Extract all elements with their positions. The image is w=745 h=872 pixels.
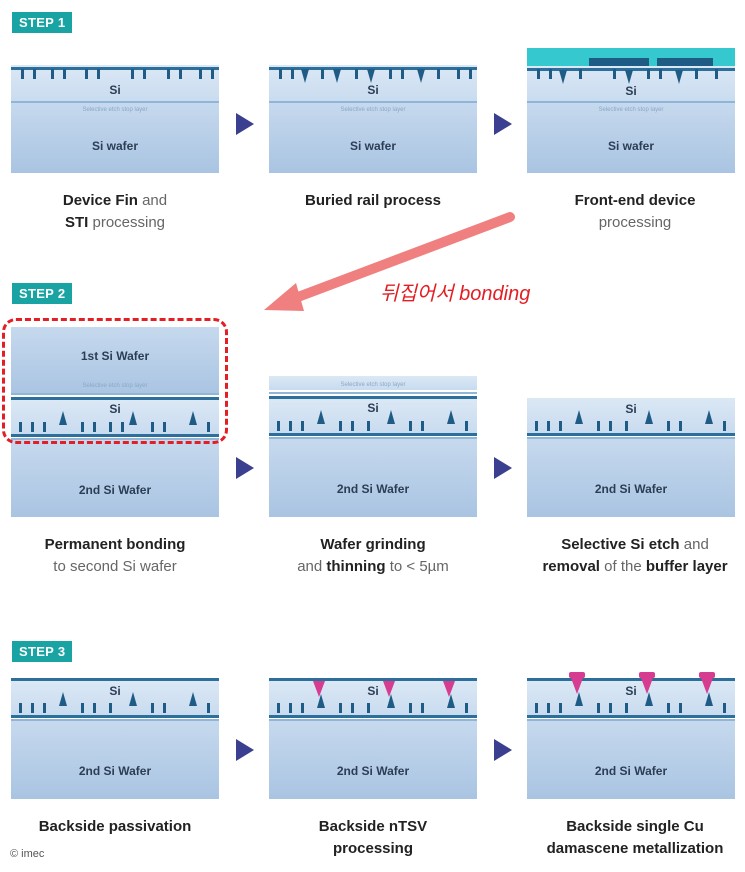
caption-front-end: Front-end device processing	[574, 192, 696, 231]
second-wafer-label: 2nd Si Wafer	[78, 483, 152, 497]
si-label: Si	[625, 84, 637, 98]
second-wafer-label: 2nd Si Wafer	[594, 482, 668, 496]
caption-backside-ntsv: Backside nTSV processing	[318, 818, 428, 857]
panel-backside-passivation: Si 2nd Si Wafer	[11, 678, 219, 799]
caption-wafer-grinding: Wafer grinding and thinning to < 5µm	[297, 536, 449, 575]
si-label: Si	[625, 402, 637, 416]
step1-badge: STEP 1	[12, 12, 73, 33]
etch-stop-label: Selective etch stop layer	[82, 383, 148, 389]
second-wafer-label: 2nd Si Wafer	[336, 764, 410, 778]
si-wafer-label: Si wafer	[349, 139, 397, 153]
si-wafer-label: Si wafer	[91, 139, 139, 153]
process-arrow	[236, 113, 254, 135]
caption-buried-rail: Buried rail process	[305, 192, 441, 209]
process-arrow	[494, 113, 512, 135]
flip-arrow	[264, 212, 515, 311]
process-arrow	[494, 739, 512, 761]
first-wafer-label: 1st Si Wafer	[80, 349, 150, 363]
step2-badge: STEP 2	[12, 283, 73, 304]
panel-backside-cu: Si 2nd Si Wafer	[527, 670, 735, 799]
si-label: Si	[109, 83, 121, 97]
caption-backside-passivation: Backside passivation	[38, 818, 192, 835]
panel-buried-rail: Si Selective etch stop layer Si wafer	[269, 65, 477, 173]
step3-badge: STEP 3	[12, 641, 73, 662]
second-wafer-label: 2nd Si Wafer	[594, 764, 668, 778]
panel-selective-etch: Si 2nd Si Wafer	[527, 398, 735, 517]
si-label: Si	[109, 684, 121, 698]
panel-front-end: Si Selective etch stop layer Si wafer	[527, 48, 735, 173]
si-label: Si	[109, 402, 121, 416]
caption-device-fin: Device Fin and STI processing	[62, 192, 168, 231]
process-arrow	[494, 457, 512, 479]
caption-selective-etch: Selective Si etch and removal of the buf…	[542, 536, 728, 575]
etch-stop-label: Selective etch stop layer	[340, 382, 406, 388]
panel-wafer-grinding: Selective etch stop layer Si 2nd Si Wafe…	[269, 376, 477, 517]
process-arrow	[236, 457, 254, 479]
caption-backside-cu: Backside single Cu damascene metallizati…	[546, 818, 724, 857]
etch-stop-label: Selective etch stop layer	[598, 107, 664, 113]
caption-permanent-bonding: Permanent bonding to second Si wafer	[44, 536, 186, 575]
si-label: Si	[625, 684, 637, 698]
si-label: Si	[367, 83, 379, 97]
korean-annotation: 뒤집어서 bonding	[380, 283, 531, 305]
highlight-box	[2, 318, 228, 444]
panel-backside-ntsv: Si 2nd Si Wafer	[269, 678, 477, 799]
si-label: Si	[367, 684, 379, 698]
etch-stop-label: Selective etch stop layer	[340, 107, 406, 113]
second-wafer-label: 2nd Si Wafer	[336, 482, 410, 496]
second-wafer-label: 2nd Si Wafer	[78, 764, 152, 778]
fin-row	[11, 67, 219, 81]
si-wafer-label: Si wafer	[607, 139, 655, 153]
etch-stop-label: Selective etch stop layer	[82, 107, 148, 113]
panel-permanent-bonding: 1st Si Wafer Selective etch stop layer S…	[11, 327, 219, 517]
si-label: Si	[367, 401, 379, 415]
process-arrow	[236, 739, 254, 761]
panel-device-fin: Si Selective etch stop layer Si wafer	[11, 65, 219, 173]
copyright-label: © imec	[10, 848, 45, 860]
